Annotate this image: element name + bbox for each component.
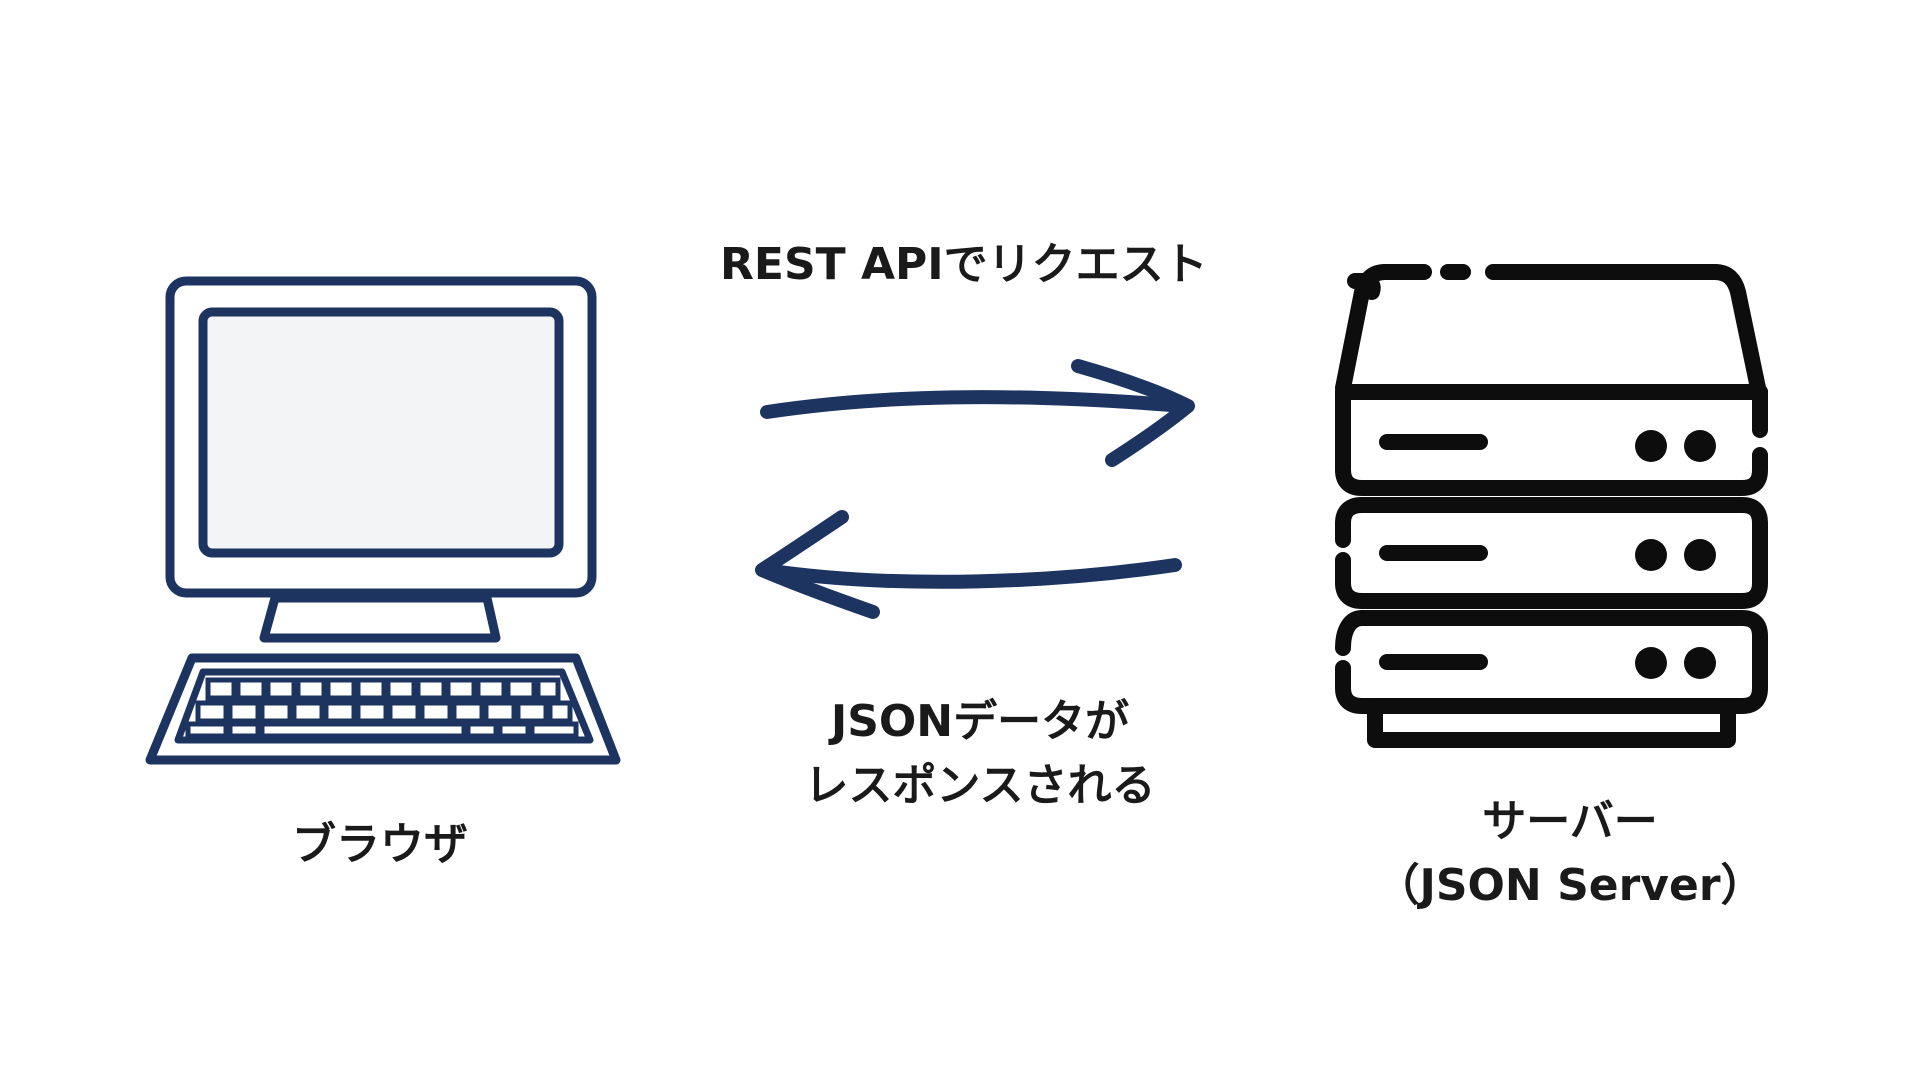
server-label-line2: （JSON Server） bbox=[1375, 860, 1765, 911]
request-label: REST APIでリクエスト bbox=[720, 239, 1208, 290]
server-label-line1: サーバー bbox=[1482, 796, 1658, 847]
response-label-line2: レスポンスされる bbox=[804, 760, 1156, 811]
response-label-line1: JSONデータが bbox=[830, 696, 1130, 747]
response-label: JSONデータが レスポンスされる bbox=[770, 690, 1190, 818]
server-label: サーバー （JSON Server） bbox=[1370, 790, 1770, 918]
browser-label: ブラウザ bbox=[292, 819, 468, 870]
